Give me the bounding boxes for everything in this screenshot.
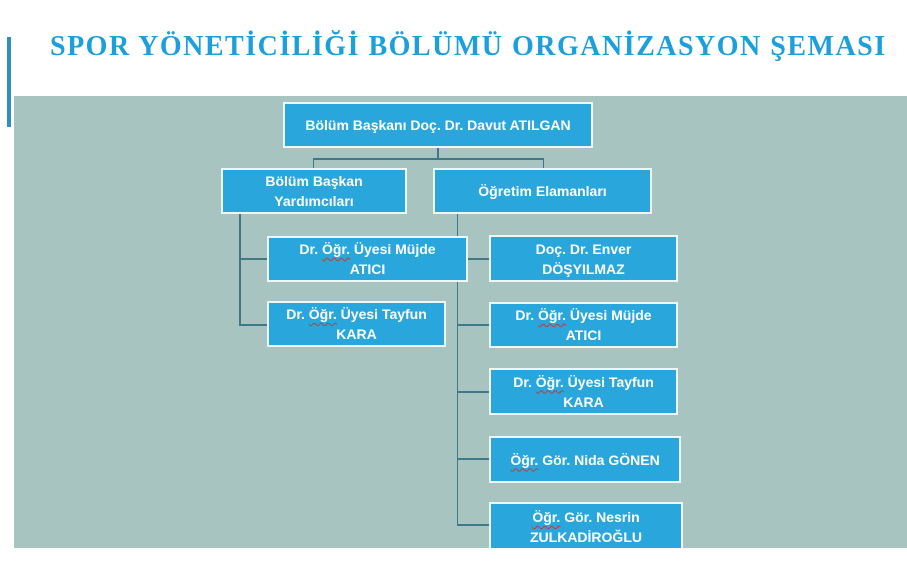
org-node-staff-member-5: Öğr. Gör. Nesrin ZULKADİROĞLU: [489, 502, 683, 548]
connector-vice-chairs-stub-1: [239, 258, 267, 260]
connector-head-bus: [312, 158, 544, 160]
org-node-label: Dr. Öğr. Üyesi Tayfun: [286, 306, 427, 322]
org-node-label: Yardımcıları: [274, 193, 354, 209]
org-node-label: Dr. Öğr. Üyesi Müjde: [515, 307, 652, 323]
org-node-label: DÖŞYILMAZ: [542, 260, 625, 277]
org-node-label: Dr. Öğr. Üyesi Müjde: [299, 241, 436, 257]
connector-teaching-staff-stub-3: [456, 391, 490, 393]
org-node-label: Öğr. Gör. Nida GÖNEN: [510, 451, 660, 468]
org-node-label: KARA: [336, 326, 377, 342]
org-node-label: ATICI: [349, 261, 386, 277]
connector-drop-teaching-staff: [542, 158, 544, 168]
org-node-label: ZULKADİROĞLU: [530, 529, 642, 545]
org-node-vice-chair-member-2: Dr. Öğr. Üyesi Tayfun KARA: [267, 301, 446, 347]
connector-teaching-staff-stub-4: [456, 458, 490, 460]
org-node-label: Bölüm Başkanı Doç. Dr. Davut ATILGAN: [305, 117, 571, 133]
org-chart-panel: Bölüm Başkanı Doç. Dr. Davut ATILGAN Böl…: [14, 96, 907, 548]
title-accent-bar: [7, 37, 11, 127]
org-node-staff-member-4: Öğr. Gör. Nida GÖNEN: [489, 436, 681, 483]
org-node-staff-member-1: Doç. Dr. Enver DÖŞYILMAZ: [489, 235, 678, 282]
org-node-vice-chair-member-1: Dr. Öğr. Üyesi Müjde ATICI: [267, 236, 468, 282]
connector-teaching-staff-stub-5: [456, 524, 490, 526]
org-node-label: Bölüm Başkan: [265, 173, 363, 189]
org-node-label: Doç. Dr. Enver: [535, 240, 632, 257]
org-node-staff-member-3: Dr. Öğr. Üyesi Tayfun KARA: [489, 368, 678, 415]
org-node-label: Öğretim Elamanları: [478, 183, 607, 199]
org-node-staff-member-2: Dr. Öğr. Üyesi Müjde ATICI: [489, 302, 678, 348]
org-node-label: ATICI: [565, 327, 602, 343]
org-node-department-head: Bölüm Başkanı Doç. Dr. Davut ATILGAN: [283, 102, 593, 148]
connector-vice-chairs-spine: [239, 214, 241, 325]
connector-head-drop: [437, 148, 439, 159]
connector-drop-vice-chairs: [312, 158, 314, 168]
connector-teaching-staff-stub-2: [456, 324, 490, 326]
org-node-label: Öğr. Gör. Nesrin: [532, 509, 640, 525]
connector-teaching-staff-spine: [456, 214, 458, 525]
org-node-teaching-staff: Öğretim Elamanları: [433, 168, 652, 214]
org-node-vice-chairs: Bölüm Başkan Yardımcıları: [221, 168, 407, 214]
connector-vice-chairs-stub-2: [239, 324, 267, 326]
org-node-label: KARA: [563, 393, 604, 410]
org-node-label: Dr. Öğr. Üyesi Tayfun: [513, 373, 654, 390]
connector-teaching-staff-stub-1: [456, 258, 490, 260]
slide-title: SPOR YÖNETİCİLİĞİ BÖLÜMÜ ORGANİZASYON ŞE…: [50, 31, 887, 62]
